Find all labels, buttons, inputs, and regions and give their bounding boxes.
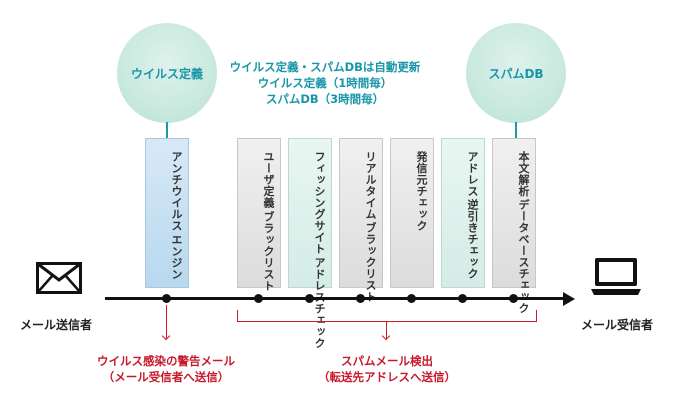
check-box-phishing-site: フィッシングサイト アドレスチェック xyxy=(288,138,332,349)
spam-bracket-right xyxy=(536,310,537,321)
mail-flow-line xyxy=(105,297,566,300)
laptop-icon xyxy=(588,256,644,302)
receiver-label: メール受信者 xyxy=(581,318,654,332)
check-box-user-blacklist: ユーザ定義 ブラックリスト xyxy=(237,138,281,291)
spam-bracket-left xyxy=(237,310,238,321)
sender-label: メール送信者 xyxy=(20,318,93,332)
spam-detect-connector xyxy=(386,321,387,339)
check-box-line: フィッシングサイト xyxy=(313,151,326,255)
virus-definition-connector xyxy=(166,122,168,138)
spam-db-circle: スパムDB xyxy=(466,23,566,123)
flow-dot xyxy=(305,294,314,303)
virus-alert-arrow-icon xyxy=(161,331,171,341)
virus-definition-circle: ウイルス定義 xyxy=(117,23,217,123)
flow-dot xyxy=(458,294,467,303)
auto-update-line-1: ウイルス定義・スパムDBは自動更新 xyxy=(229,60,421,74)
check-box-realtime-blacklist: リアルタイム ブラックリスト xyxy=(339,138,383,303)
spam-bracket-bottom xyxy=(237,321,537,322)
envelope-icon xyxy=(36,262,82,298)
check-box-line: ブラックリスト xyxy=(364,222,377,303)
spam-db-label: スパムDB xyxy=(488,66,544,81)
check-box-line: 発信元チェック xyxy=(415,151,428,232)
check-box-content-analysis: 本文解析 データベースチェック xyxy=(492,138,536,314)
spam-db-connector xyxy=(515,122,517,138)
check-box-line: エンジン xyxy=(170,233,183,280)
spam-detect-line-2: （転送先アドレスへ送信） xyxy=(318,370,456,384)
spam-detect-text: スパムメール検出 （転送先アドレスへ送信） xyxy=(296,353,478,385)
check-box-line: 本文解析 xyxy=(517,151,530,197)
virus-alert-line-2: （メール受信者へ送信） xyxy=(102,370,230,384)
check-box-antivirus-engine: アンチウイルス エンジン xyxy=(145,138,189,288)
virus-alert-text: ウイルス感染の警告メール （メール受信者へ送信） xyxy=(80,353,252,385)
check-box-line: 逆引きチェック xyxy=(466,199,479,280)
flow-dot xyxy=(509,294,518,303)
virus-definition-label: ウイルス定義 xyxy=(130,66,203,81)
check-box-line: アドレス xyxy=(466,151,479,197)
flow-dot xyxy=(254,294,263,303)
virus-alert-line-1: ウイルス感染の警告メール xyxy=(97,354,235,368)
check-box-line: アンチウイルス xyxy=(170,151,183,232)
flow-dot xyxy=(356,294,365,303)
check-box-line: アドレスチェック xyxy=(313,256,326,349)
virus-alert-connector xyxy=(166,305,167,339)
flow-dot xyxy=(407,294,416,303)
check-box-reverse-lookup: アドレス 逆引きチェック xyxy=(441,138,485,288)
auto-update-note: ウイルス定義・スパムDBは自動更新 ウイルス定義（1時間毎） スパムDB（3時間… xyxy=(210,59,440,107)
check-box-line: ユーザ定義 xyxy=(262,151,275,209)
spam-detect-arrow-icon xyxy=(381,331,391,341)
check-box-line: リアルタイム xyxy=(364,151,377,220)
check-box-sender-check: 発信元チェック xyxy=(390,138,434,288)
auto-update-line-3: スパムDB（3時間毎） xyxy=(265,92,385,106)
mail-flow-arrowhead xyxy=(563,292,575,306)
auto-update-line-2: ウイルス定義（1時間毎） xyxy=(257,76,393,90)
spam-detect-line-1: スパムメール検出 xyxy=(341,354,433,368)
check-box-line: ブラックリスト xyxy=(262,210,275,292)
flow-dot xyxy=(162,294,171,303)
check-box-line: データベースチェック xyxy=(517,199,530,314)
